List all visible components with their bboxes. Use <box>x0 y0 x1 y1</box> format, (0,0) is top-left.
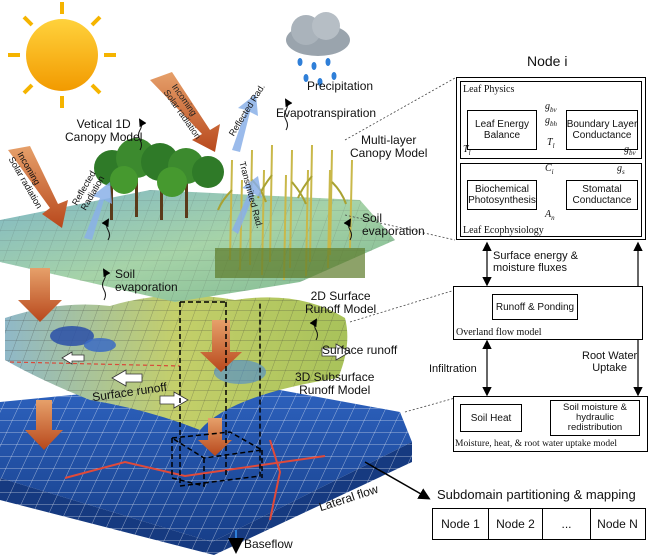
reflected-radiation-arrows <box>84 94 262 240</box>
partition-ellipsis: ... <box>543 509 591 539</box>
precipitation-label: Precipitation <box>307 79 374 93</box>
boundary-layer-conductance-box: Boundary Layer Conductance <box>566 110 638 150</box>
root-water-uptake-label: Root Water Uptake <box>582 350 638 374</box>
leaf-physics-label: Leaf Physics <box>463 84 515 95</box>
baseflow-label: Baseflow <box>244 537 293 551</box>
partition-node-1: Node 1 <box>433 509 489 539</box>
t-l-mid-label: Tl <box>547 137 555 150</box>
leaf-ecophysiology-label: Leaf Ecophysiology <box>463 225 544 236</box>
g-bh-label: gbh <box>545 115 557 128</box>
infiltration-label: Infiltration <box>429 363 477 375</box>
crop-ground <box>215 248 365 278</box>
leaf-ecophysiology-box <box>460 163 642 237</box>
node-title: Node i <box>527 53 568 69</box>
tree-canopy-icon <box>94 138 224 220</box>
biochemical-photosynthesis-box: Biochemical Photosynthesis <box>467 180 537 210</box>
subsurface-layer <box>0 380 412 555</box>
g-bv-right-label: gbv <box>624 144 636 157</box>
sun-icon <box>8 2 116 108</box>
soil-heat-box: Soil Heat <box>460 404 522 432</box>
lateral-flow-arrow <box>364 461 431 500</box>
moisture-heat-model-label: Moisture, heat, & root water uptake mode… <box>455 439 617 449</box>
leaf-energy-balance-box: Leaf Energy Balance <box>467 110 537 150</box>
runoff-surface-layer <box>5 295 348 430</box>
overland-flow-model-label: Overland flow model <box>456 327 542 338</box>
runoff-ponding-box: Runoff & Ponding <box>492 294 578 320</box>
partition-node-n: Node N <box>597 517 638 531</box>
vertical-canopy-model-label: Vetical 1D Canopy Model <box>65 117 143 144</box>
c-i-label: Ci <box>545 163 554 176</box>
stomatal-conductance-box: Stomatal Conductance <box>566 180 638 210</box>
g-s-label: gs <box>617 163 625 176</box>
subdomain-partitioning-label: Subdomain partitioning & mapping <box>437 487 636 502</box>
zoom-guide-lines <box>344 77 456 413</box>
soil-moisture-box: Soil moisture & hydraulic redistribution <box>550 400 640 436</box>
a-n-label: An <box>545 209 555 222</box>
surface-energy-fluxes-label: Surface energy & moisture fluxes <box>493 250 578 274</box>
node-column-dashed <box>169 301 265 487</box>
subsurface-runoff-model-label: 3D Subsurface Runoff Model <box>295 370 375 397</box>
t-l-left-label: Tl <box>463 144 471 157</box>
soil-evaporation-right-label: Soil evaporation <box>362 211 425 238</box>
cloud-rain-icon <box>286 12 350 86</box>
evapotranspiration-arrows <box>101 98 352 341</box>
partition-node-2: Node 2 <box>489 509 543 539</box>
g-bv-label: gbv <box>545 101 557 114</box>
solar-radiation-arrows <box>8 72 242 456</box>
multilayer-canopy-model-label: Multi-layer Canopy Model <box>350 133 428 160</box>
surface-runoff-model-label: 2D Surface Runoff Model <box>305 289 377 316</box>
evapotranspiration-label: Evapotranspiration <box>276 106 377 120</box>
soil-evaporation-left-label: Soil evaporation <box>115 267 178 294</box>
node-partition-bar: Node 1 Node 2 ... Node N <box>432 508 646 540</box>
crop-field-icon <box>217 144 353 281</box>
surface-runoff-arrows <box>61 343 351 409</box>
surface-runoff-right-label: Surface runoff <box>322 343 398 357</box>
leaf-physics-box <box>460 81 642 159</box>
